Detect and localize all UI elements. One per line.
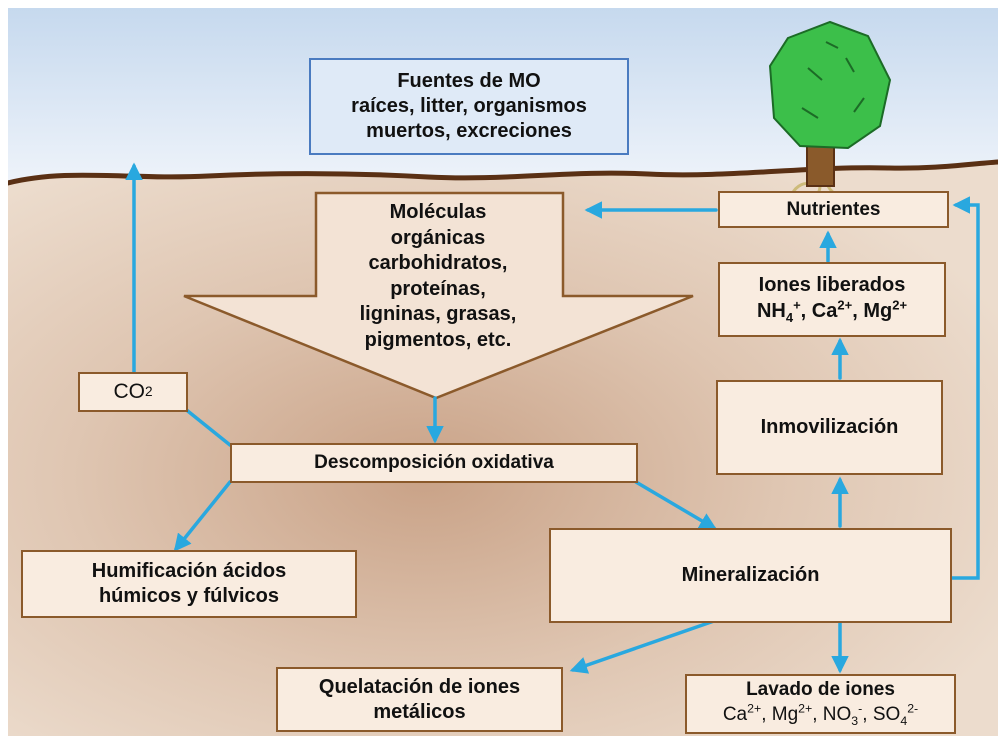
ion-mg: Mg2+,	[771, 702, 823, 726]
oxidative-decomposition-box: Descomposición oxidativa	[230, 443, 638, 483]
humification-box: Humificación ácidos húmicos y fúlvicos	[21, 550, 357, 618]
ion-mg-released: Mg2+	[863, 297, 908, 323]
arrow-min-nutrients-loop	[948, 196, 980, 580]
sources-line2: raíces, litter, organismos	[351, 95, 587, 117]
ion-ca: Ca2+,	[722, 702, 772, 726]
molecules-line-1: Moléculas	[389, 201, 487, 223]
molecules-line-5: ligninas, grasas,	[359, 303, 517, 326]
ion-nh4: NH4+,	[756, 297, 812, 326]
sources-title: Fuentes de MO	[397, 70, 541, 92]
ground-line	[8, 159, 998, 186]
released-ions: NH4+, Ca2+, Mg2+	[757, 298, 907, 327]
co2-base: CO	[113, 379, 145, 403]
chelation-box: Quelatación de iones metálicos	[276, 667, 563, 732]
molecules-line-2: orgánicas	[390, 226, 486, 249]
arrow-decomp-humification	[173, 480, 232, 552]
immobilization-label: Inmovilización	[760, 416, 899, 438]
mineralization-box: Mineralización	[549, 528, 952, 623]
molecules-line-6: pigmentos, etc.	[364, 328, 512, 351]
humification-line2: húmicos y fúlvicos	[98, 585, 280, 607]
released-title: Iones liberados	[758, 273, 906, 296]
arrow-decomp-co2	[182, 406, 232, 447]
co2-sup: 2	[144, 384, 153, 400]
leaching-title: Lavado de iones	[746, 679, 895, 701]
organic-molecules-arrow	[183, 191, 694, 400]
diagram-canvas: Fuentes de MO raíces, litter, organismos…	[8, 8, 998, 736]
sources-line3: muertos, excreciones	[366, 120, 572, 142]
molecules-line-4: proteínas,	[390, 277, 486, 300]
organic-molecules-text: Moléculas orgánicas carbohidratos, prote…	[308, 200, 568, 354]
tree-icon	[768, 20, 892, 206]
molecules-line-3: carbohidratos,	[368, 252, 508, 275]
ion-leaching-box: Lavado de iones Ca2+, Mg2+, NO3-, SO42-	[685, 674, 956, 734]
immobilization-box: Inmovilización	[716, 380, 943, 475]
humification-line1: Humificación ácidos	[91, 560, 287, 582]
ion-no3: NO3-,	[822, 702, 873, 729]
mineralization-label: Mineralización	[681, 564, 820, 586]
leaching-ions: Ca2+, Mg2+, NO3-, SO42-	[723, 702, 918, 730]
chelation-line2: metálicos	[373, 700, 466, 723]
released-ions-box: Iones liberados NH4+, Ca2+, Mg2+	[718, 262, 946, 337]
arrow-decomp-mineralization	[634, 480, 718, 530]
ion-ca-released: Ca2+,	[811, 297, 864, 323]
organic-matter-sources-box: Fuentes de MO raíces, litter, organismos…	[309, 58, 629, 155]
decomposition-label: Descomposición oxidativa	[314, 452, 554, 474]
chelation-line1: Quelatación de iones	[318, 675, 521, 698]
arrow-min-chelation	[569, 619, 716, 674]
nutrients-label: Nutrientes	[786, 198, 881, 220]
ion-so4: SO42-	[872, 702, 919, 729]
nutrients-box: Nutrientes	[718, 191, 949, 228]
